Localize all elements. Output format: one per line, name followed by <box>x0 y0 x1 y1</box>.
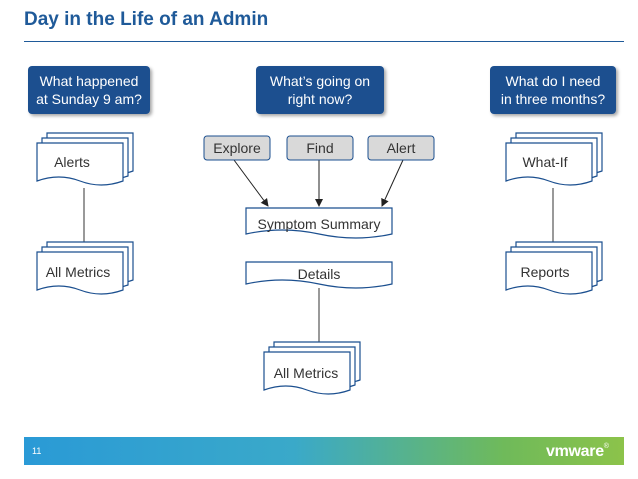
details-label: Details <box>298 266 341 282</box>
what-if-document-stack: What-If <box>505 132 603 186</box>
question-center-line1: What’s going on <box>270 73 370 89</box>
slide-number: 11 <box>32 446 42 456</box>
question-box-left: What happened at Sunday 9 am? <box>28 66 150 114</box>
question-right-line1: What do I need <box>506 73 601 89</box>
alerts-document-stack: Alerts <box>36 132 134 186</box>
symptom-summary-label: Symptom Summary <box>258 216 381 232</box>
find-label: Find <box>306 140 333 156</box>
reports-document-stack: Reports <box>505 241 603 295</box>
question-center-line2: right now? <box>288 91 353 107</box>
question-left-line2: at Sunday 9 am? <box>36 91 142 107</box>
symptom-summary-box: Symptom Summary <box>245 207 393 239</box>
find-box: Find <box>286 135 354 161</box>
vmware-logo: vmware® <box>546 443 609 461</box>
footer-bar <box>24 437 624 465</box>
explore-arrow <box>233 159 269 207</box>
page-title: Day in the Life of an Admin <box>24 9 269 30</box>
left-all-metrics-label: All Metrics <box>46 264 111 280</box>
question-box-center: What’s going on right now? <box>256 66 384 114</box>
explore-box: Explore <box>203 135 271 161</box>
alerts-label: Alerts <box>54 154 90 170</box>
alert-arrow <box>381 159 404 207</box>
registered-mark: ® <box>603 443 609 450</box>
alert-label: Alert <box>387 140 416 156</box>
center-all-metrics-document-stack: All Metrics <box>263 341 361 395</box>
question-right-line2: in three months? <box>501 91 605 107</box>
left-all-metrics-document-stack: All Metrics <box>36 241 134 295</box>
explore-label: Explore <box>213 140 261 156</box>
title-rule <box>24 41 624 42</box>
details-box: Details <box>245 261 393 289</box>
reports-label: Reports <box>520 264 569 280</box>
center-all-metrics-label: All Metrics <box>274 365 339 381</box>
question-box-right: What do I need in three months? <box>490 66 616 114</box>
alert-box: Alert <box>367 135 435 161</box>
vmware-logo-text: vmware <box>546 443 604 460</box>
question-left-line1: What happened <box>40 73 139 89</box>
what-if-label: What-If <box>522 154 567 170</box>
